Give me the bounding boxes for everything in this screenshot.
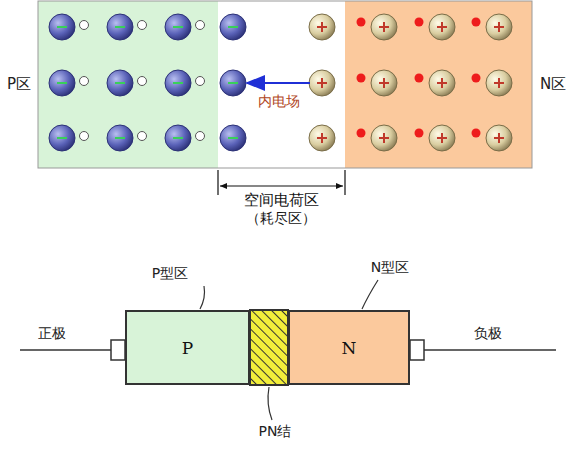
electron xyxy=(415,74,424,83)
bracket-label: （耗尽区） xyxy=(246,211,316,226)
charge-sign xyxy=(228,26,238,28)
donor-ion xyxy=(429,70,455,96)
donor-ion xyxy=(486,14,512,40)
charge-sign xyxy=(228,137,238,139)
leader-label: N型区 xyxy=(371,260,409,275)
electron xyxy=(357,18,366,27)
charge-sign xyxy=(321,22,323,32)
electron xyxy=(415,18,424,27)
electron xyxy=(415,129,424,138)
charge-sign xyxy=(173,82,183,84)
electron xyxy=(357,74,366,83)
acceptor-ion xyxy=(220,125,246,151)
bracket-label: 空间电荷区 xyxy=(244,192,319,209)
hole xyxy=(80,77,89,86)
region-letter: P xyxy=(182,338,193,358)
terminal-label: 正极 xyxy=(38,326,66,341)
region-label: N区 xyxy=(540,76,566,93)
donor-ion xyxy=(371,14,397,40)
donor-ion xyxy=(309,125,335,151)
terminal-label: 负极 xyxy=(474,326,502,341)
charge-sign xyxy=(115,82,125,84)
charge-sign xyxy=(383,22,385,32)
charge-sign xyxy=(115,137,125,139)
hole xyxy=(80,21,89,30)
hole xyxy=(196,21,205,30)
hole xyxy=(80,132,89,141)
region-letter: N xyxy=(342,338,357,358)
leader-label: PN结 xyxy=(259,424,292,439)
charge-sign xyxy=(228,82,238,84)
acceptor-ion xyxy=(220,14,246,40)
charge-sign xyxy=(57,82,67,84)
charge-sign xyxy=(383,78,385,88)
charge-sign xyxy=(173,137,183,139)
acceptor-ion xyxy=(107,70,133,96)
charge-sign xyxy=(498,78,500,88)
p-region-box: P xyxy=(125,310,250,385)
donor-ion xyxy=(371,125,397,151)
hole xyxy=(138,21,147,30)
acceptor-ion xyxy=(107,14,133,40)
acceptor-ion xyxy=(165,70,191,96)
electron xyxy=(472,18,481,27)
donor-ion xyxy=(429,125,455,151)
charge-sign xyxy=(321,78,323,88)
electron xyxy=(472,74,481,83)
hole xyxy=(196,132,205,141)
charge-sign xyxy=(173,26,183,28)
donor-ion xyxy=(371,70,397,96)
acceptor-ion xyxy=(49,125,75,151)
hole xyxy=(138,132,147,141)
charge-sign xyxy=(498,133,500,143)
donor-ion xyxy=(486,70,512,96)
electron xyxy=(357,129,366,138)
charge-sign xyxy=(321,133,323,143)
charge-sign xyxy=(57,137,67,139)
acceptor-ion xyxy=(220,70,246,96)
electron xyxy=(472,129,481,138)
acceptor-ion xyxy=(49,14,75,40)
charge-sign xyxy=(441,78,443,88)
acceptor-ion xyxy=(107,125,133,151)
charge-sign xyxy=(115,26,125,28)
acceptor-ion xyxy=(165,125,191,151)
donor-ion xyxy=(309,14,335,40)
field-label: 内电场 xyxy=(256,94,302,109)
hole xyxy=(196,77,205,86)
charge-sign xyxy=(57,26,67,28)
region-label: P区 xyxy=(7,76,31,93)
hole xyxy=(138,77,147,86)
donor-ion xyxy=(309,70,335,96)
acceptor-ion xyxy=(165,14,191,40)
charge-sign xyxy=(441,133,443,143)
leader-label: P型区 xyxy=(152,266,188,281)
charge-sign xyxy=(498,22,500,32)
donor-ion xyxy=(486,125,512,151)
charge-sign xyxy=(383,133,385,143)
charge-sign xyxy=(441,22,443,32)
n-region-box: N xyxy=(288,310,410,385)
acceptor-ion xyxy=(49,70,75,96)
donor-ion xyxy=(429,14,455,40)
